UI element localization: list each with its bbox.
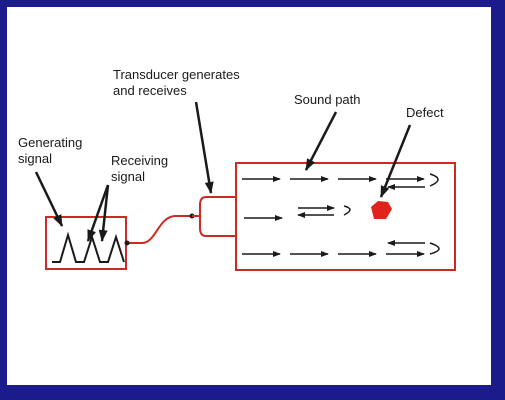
sound-path-arrows-bottom [242,240,440,257]
transducer-cable [126,215,192,244]
transducer [192,196,236,237]
label-defect: Defect [406,105,444,120]
label-generating-line1: Generating [18,135,82,150]
cable-connector-left [124,240,130,246]
label-pointer-arrows [34,101,412,242]
receiving-pointer-2 [98,184,110,242]
label-receiving-line1: Receiving [111,153,168,168]
signal-generator-box [45,216,127,270]
sound-path-arrows-top [242,173,439,190]
label-generating-line2: signal [18,151,52,166]
sound-path-arrows-middle [244,205,351,221]
sound-path-pointer [304,111,338,171]
label-transducer-line1: Transducer generates [113,67,240,82]
generating-pointer [34,171,64,227]
label-transducer-line2: and receives [113,83,187,98]
diagram-panel [7,7,491,385]
signal-waveform [52,231,125,263]
test-specimen [235,162,456,271]
transducer-pointer [194,101,214,194]
label-receiving-line2: signal [111,169,145,184]
defect-pointer [379,124,412,198]
receiving-pointer-1 [86,184,110,242]
label-sound-path: Sound path [294,92,361,107]
defect-shape [371,201,392,219]
